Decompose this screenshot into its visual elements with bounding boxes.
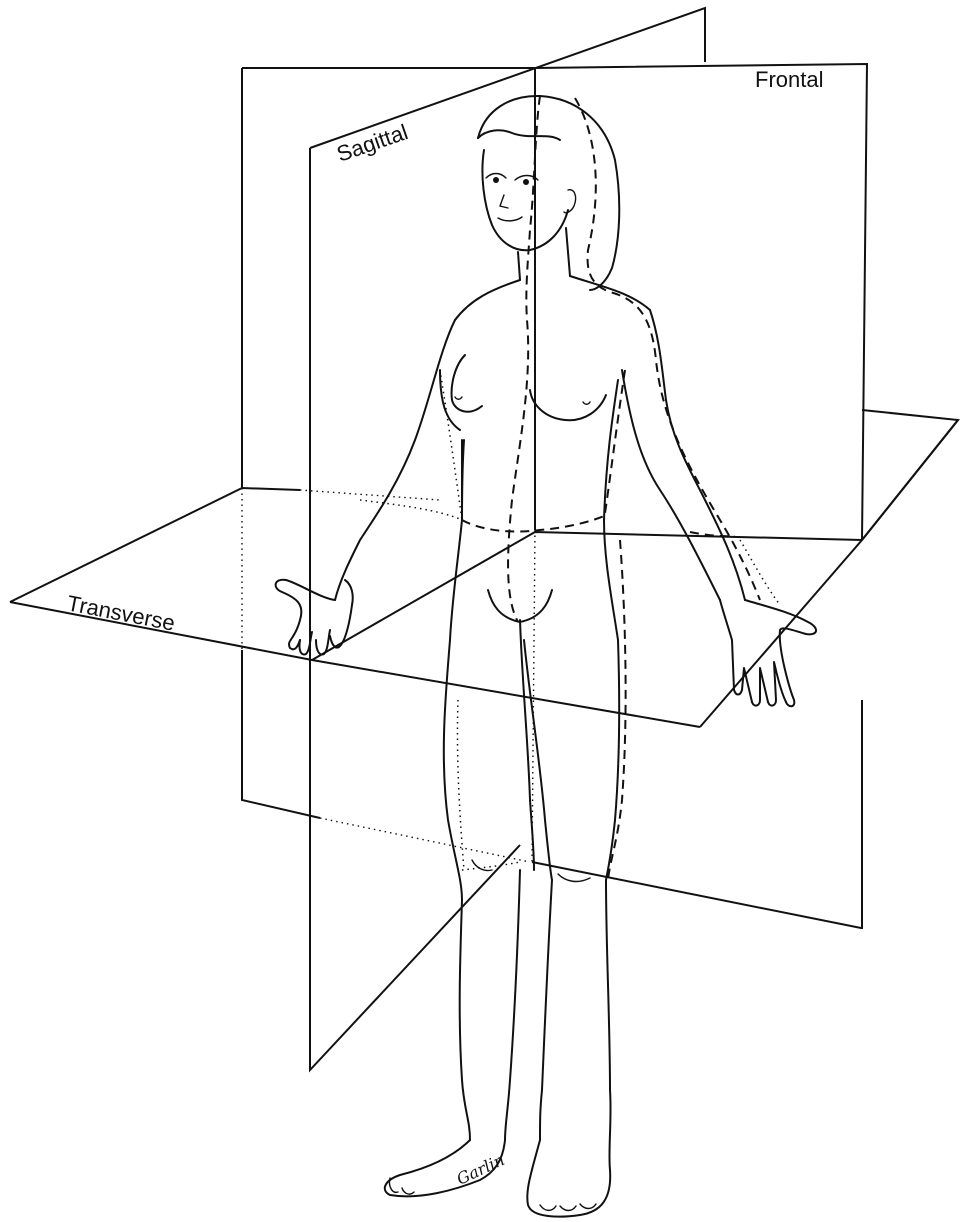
artist-signature: Garlin <box>454 1150 508 1189</box>
dotted-leg <box>457 700 464 870</box>
section-lines <box>360 96 780 880</box>
sagittal-plane <box>310 8 705 1070</box>
frontal-plane <box>242 64 867 928</box>
frontal-outline <box>575 98 760 600</box>
frontal-label: Frontal <box>755 67 823 92</box>
transverse-waist <box>462 516 604 532</box>
right-eye <box>523 179 529 185</box>
transverse-plane <box>10 410 958 727</box>
dotted-knee <box>462 862 520 870</box>
frontal-outline-torso <box>604 370 625 520</box>
human-figure <box>276 96 816 1217</box>
left-eye <box>493 177 499 183</box>
dotted-right-arm <box>740 540 780 605</box>
transverse-label: Transverse <box>65 590 177 635</box>
